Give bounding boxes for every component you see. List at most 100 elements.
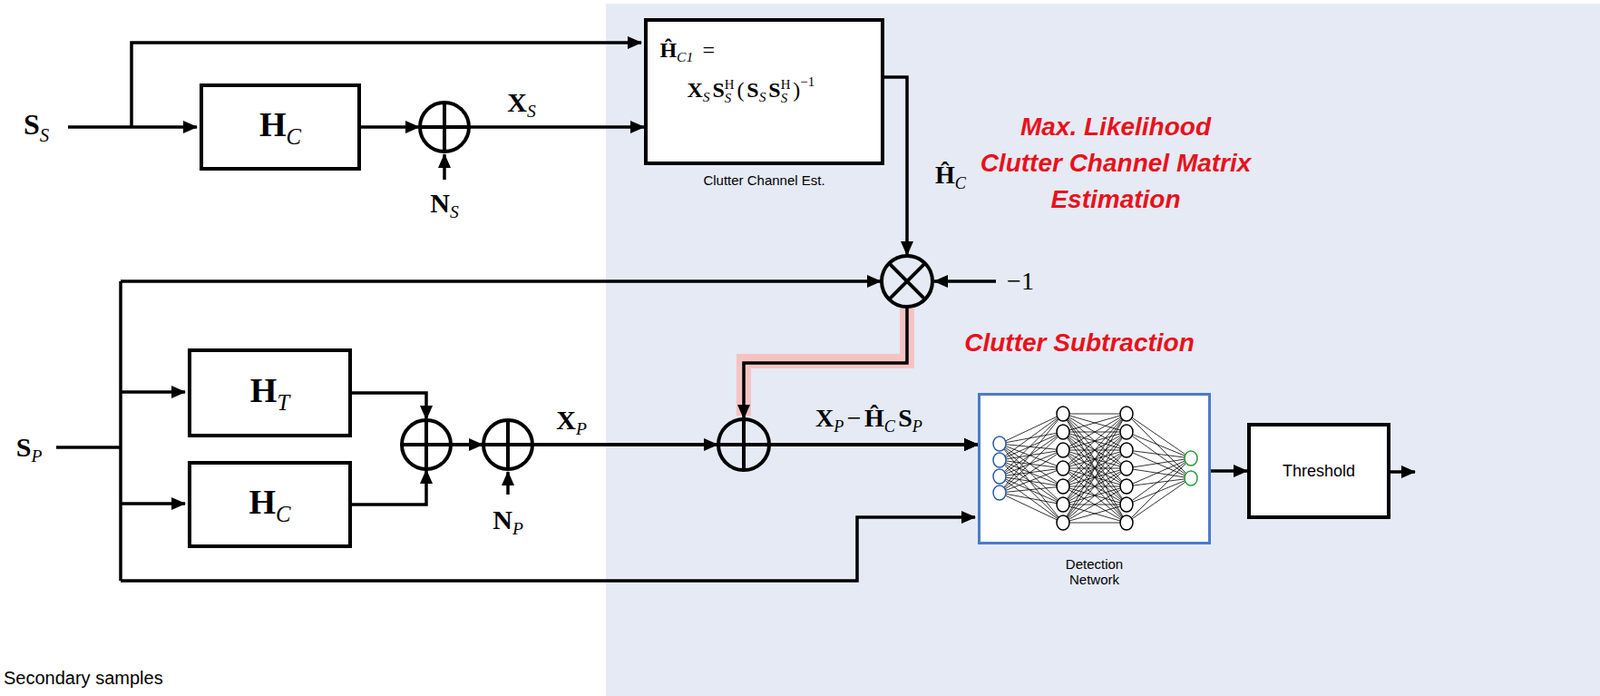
math-symbol: Ĥ <box>864 403 885 432</box>
subscript: S <box>526 101 537 121</box>
subscript: S <box>724 91 735 106</box>
math-symbol: Ĥ <box>659 38 677 62</box>
subscript: P <box>30 446 42 466</box>
annotation-text: Max. Likelihood Clutter Channel Matrix E… <box>979 108 1252 218</box>
channel-block: HC <box>187 460 352 548</box>
network-box: Detection Network <box>977 392 1211 545</box>
math-term: )−1 <box>792 78 815 102</box>
math-symbol: N <box>492 504 513 535</box>
subscript: P <box>912 417 923 436</box>
subscript: C <box>884 417 896 436</box>
math-symbol: H <box>250 370 278 410</box>
math-label: SS <box>21 107 51 146</box>
box-caption: Detection Network <box>1044 556 1145 587</box>
math-symbol: S <box>16 431 32 462</box>
math-term: XS <box>686 78 710 102</box>
math-label: XP−ĤCSP <box>813 403 924 437</box>
subscript: C1 <box>676 48 693 65</box>
math-symbol: H <box>248 482 276 521</box>
math-term: NP <box>492 504 524 535</box>
math-term: ĤC <box>864 403 896 432</box>
math-symbol: − <box>847 403 862 432</box>
subscript: S <box>39 124 49 146</box>
block-label: HC <box>246 481 293 527</box>
annotation-text: Clutter Subtraction <box>964 324 1195 361</box>
superscript: −1 <box>800 74 815 89</box>
math-symbol: X <box>686 78 703 102</box>
subscript: S <box>449 202 459 222</box>
content-wrap: Threshold <box>1250 426 1387 516</box>
math-term: SP <box>897 403 923 432</box>
script-stack: HS <box>780 78 791 106</box>
note-text: Secondary samples <box>3 667 164 689</box>
estimator-box: ĤC1=XSSHS(SSSHS)−1Clutter Channel Est. <box>643 18 885 166</box>
script-stack: HS <box>724 78 735 106</box>
math-symbol: S <box>768 78 781 102</box>
math-label: NS <box>428 187 460 224</box>
math-term: SS <box>746 78 766 102</box>
math-symbol: N <box>429 187 450 218</box>
math-term: XS <box>507 87 536 118</box>
math-symbol: S <box>712 78 724 102</box>
math-term: SHS <box>768 78 791 102</box>
threshold-box: Threshold <box>1247 422 1391 519</box>
math-symbol: S <box>746 78 759 102</box>
subscript: T <box>276 390 290 415</box>
math-term: ĤC1 <box>659 38 693 62</box>
math-term: HC <box>259 105 302 144</box>
box-label: Threshold <box>1282 461 1356 481</box>
junction-arrowheads <box>405 120 914 484</box>
block-label: HC <box>257 104 304 150</box>
math-label: −1 <box>1006 266 1035 296</box>
math-symbol: Ĥ <box>935 160 956 189</box>
math-label: SP <box>14 431 44 468</box>
content-wrap: HC <box>203 87 358 167</box>
math-symbol: X <box>507 87 527 118</box>
math-symbol: S <box>23 107 40 141</box>
channel-block: HT <box>187 348 352 438</box>
network-ground <box>980 395 1209 542</box>
math-symbol: H <box>259 105 287 144</box>
superscript: H <box>780 78 791 92</box>
math-symbol: X <box>556 404 576 435</box>
subscript: C <box>275 501 291 527</box>
math-label: ĤC <box>933 160 967 194</box>
subscript: P <box>833 417 844 436</box>
math-label: XS <box>505 87 537 123</box>
formula: ĤC1=XSSHS(SSSHS)−1 <box>658 30 817 109</box>
subscript: C <box>286 124 302 149</box>
math-term: SP <box>16 431 43 462</box>
box-caption: Clutter Channel Est. <box>702 172 825 188</box>
subscript: P <box>512 518 524 538</box>
channel-block: HC <box>199 83 361 171</box>
content-wrap: HC <box>191 464 349 545</box>
formula-line: ĤC1 = <box>658 30 817 70</box>
math-term: HC <box>248 482 291 521</box>
signal-connector <box>1210 468 1248 473</box>
math-symbol: = <box>702 38 715 62</box>
subscript: P <box>575 419 587 439</box>
math-symbol: X <box>815 403 834 432</box>
math-symbol: S <box>897 403 913 432</box>
subscript: S <box>759 88 767 105</box>
block-label: HT <box>248 370 293 416</box>
math-term: XP <box>556 404 587 435</box>
math-term: SS <box>23 107 49 141</box>
math-label: XP <box>554 404 588 440</box>
math-term: − <box>847 403 862 432</box>
math-label: NP <box>490 504 525 540</box>
math-term: ( <box>736 78 744 102</box>
math-term: NS <box>429 187 459 218</box>
math-term: HT <box>250 370 290 410</box>
subscript: C <box>955 174 966 193</box>
superscript: H <box>724 78 735 92</box>
math-term: XP <box>815 403 844 432</box>
math-symbol: ) <box>792 78 800 102</box>
neural-network-drawing <box>993 406 1198 530</box>
math-term: = <box>695 38 715 62</box>
math-symbol: ( <box>736 78 744 102</box>
processing-panel <box>605 3 1600 696</box>
content-wrap: HT <box>191 351 349 434</box>
subscript: S <box>702 88 711 105</box>
